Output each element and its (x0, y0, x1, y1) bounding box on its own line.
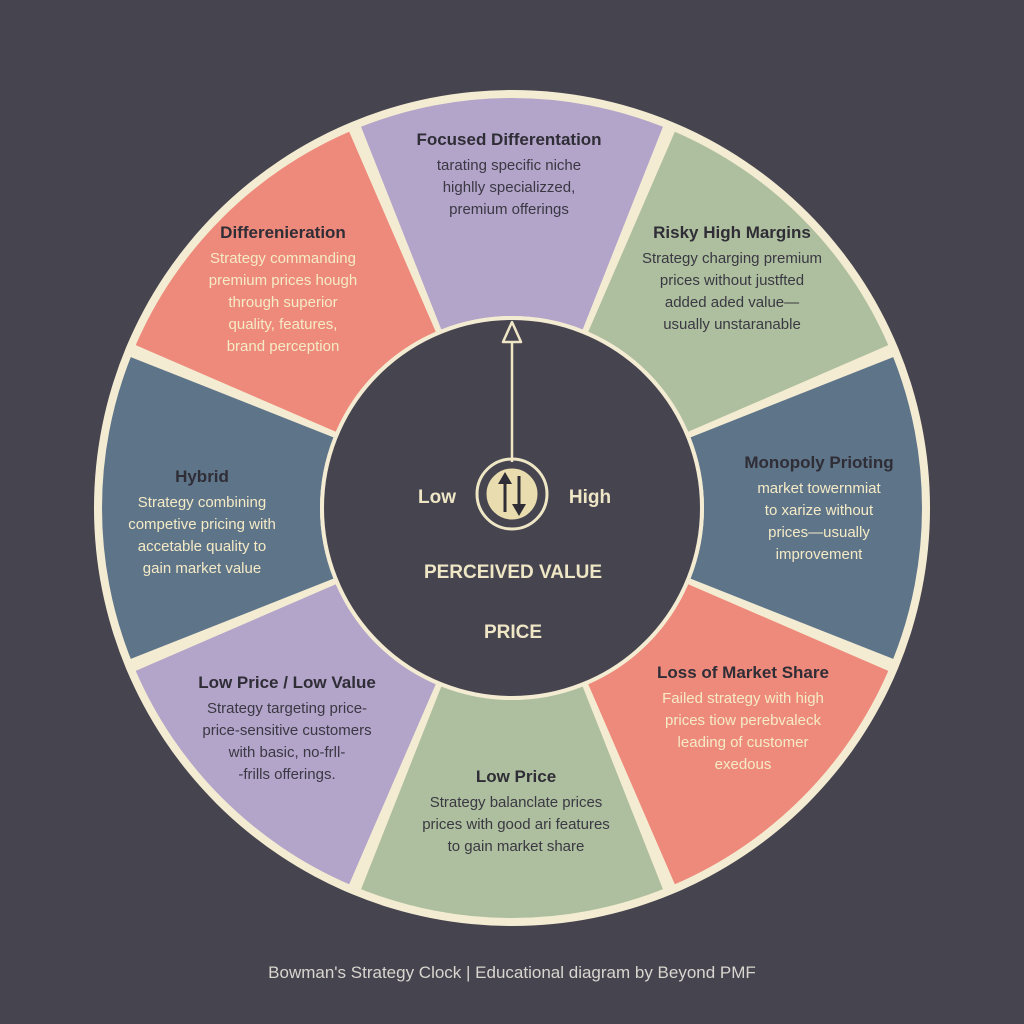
segment-monopoly-pricing (690, 357, 922, 659)
segment-desc-line: quality, features, (229, 316, 338, 333)
segment-desc-line: Strategy charging premium (642, 250, 822, 267)
high-label: High (569, 487, 611, 508)
segment-desc-line: prices with good ari features (422, 816, 610, 833)
segment-focused-differentiation (361, 98, 663, 330)
segment-desc-line: competive pricing with (128, 516, 276, 533)
segment-title-monopoly-pricing: Monopoly Prioting (744, 453, 893, 472)
segment-desc-line: brand perception (227, 338, 340, 355)
segment-desc-line: Strategy balanclate prices (430, 794, 603, 811)
segment-title-low-price: Low Price (476, 767, 556, 786)
segment-desc-line: added aded value— (665, 294, 799, 311)
segment-desc-line: Strategy commanding (210, 250, 356, 267)
perceived-value-label: PERCEIVED VALUE (424, 562, 602, 583)
segment-desc-line: accetable quality to (138, 538, 266, 555)
segment-desc-line: to gain market share (448, 838, 585, 855)
segment-title-low-price-low-value: Low Price / Low Value (198, 673, 376, 692)
segment-desc-line: usually unstaranable (663, 316, 801, 333)
segment-loss-of-market-share (588, 584, 889, 885)
segment-desc-line: tarating specific niche (437, 157, 581, 174)
segment-title-loss-of-market-share: Loss of Market Share (657, 663, 829, 682)
segment-desc-line: prices tiow perebvaleck (665, 712, 821, 729)
up-down-arrows-icon (475, 457, 549, 531)
segment-desc-line: leading of customer (678, 734, 809, 751)
segment-desc-line: premium offerings (449, 201, 569, 218)
segment-desc-line: to xarize without (765, 502, 874, 519)
segment-desc-line: through superior (228, 294, 337, 311)
segment-title-hybrid: Hybrid (175, 467, 229, 486)
segment-title-focused-differentiation: Focused Differentation (416, 130, 601, 149)
low-label: Low (418, 487, 456, 508)
segment-desc-line: prices without justfted (660, 272, 804, 289)
footer-caption: Bowman's Strategy Clock | Educational di… (268, 963, 756, 982)
segment-desc-line: Failed strategy with high (662, 690, 824, 707)
segment-desc-line: gain market value (143, 560, 261, 577)
segment-desc-line: improvement (776, 546, 864, 563)
segment-desc-line: exedous (715, 756, 772, 773)
segment-desc-line: -frills offerings. (238, 766, 335, 783)
segment-differentiation (135, 131, 436, 432)
segment-desc-line: premium prices hough (209, 272, 357, 289)
segment-risky-high-margins (588, 131, 889, 432)
segment-low-price (361, 686, 663, 918)
segment-hybrid (102, 357, 334, 659)
segment-desc-line: Strategy targeting price- (207, 700, 367, 717)
segment-desc-line: highlly specializzed, (443, 179, 576, 196)
segment-low-price-low-value (135, 584, 436, 885)
segment-desc-line: prices—usually (768, 524, 870, 541)
segment-desc-line: with basic, no-frll- (228, 744, 346, 761)
segment-desc-line: market towernmiat (757, 480, 881, 497)
center-axis: Low High PERCEIVED VALUE PRICE (418, 320, 611, 643)
up-arrow-icon (501, 320, 523, 344)
price-label: PRICE (484, 622, 542, 643)
segments-group: Focused Differentation tarating specific … (102, 98, 922, 918)
segment-title-differentiation: Differenieration (220, 223, 346, 242)
segment-desc-line: price-sensitive customers (202, 722, 371, 739)
segment-desc-line: Strategy combining (138, 494, 266, 511)
segment-title-risky-high-margins: Risky High Margins (653, 223, 811, 242)
